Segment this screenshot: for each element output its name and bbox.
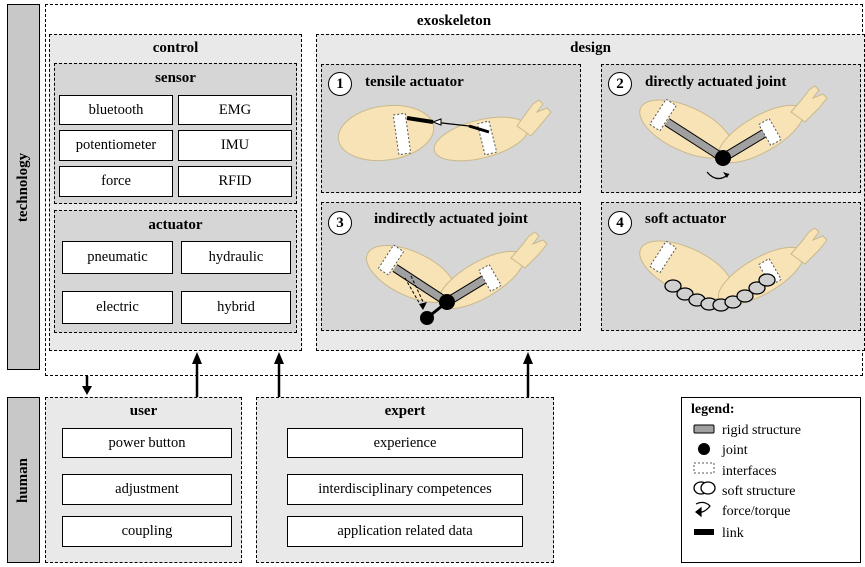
actuator-hybrid: hybrid xyxy=(181,291,291,324)
design-panel-3 xyxy=(321,202,581,331)
sensor-rfid: RFID xyxy=(178,166,292,197)
sensor-emg: EMG xyxy=(178,95,292,125)
panel-title-4: soft actuator xyxy=(645,211,727,227)
sensor-force: force xyxy=(59,166,173,197)
panel-number-2: 2 xyxy=(608,72,632,96)
legend-link: link xyxy=(722,526,744,541)
force-torque-icon xyxy=(695,501,711,518)
actuator-hydraulic: hydraulic xyxy=(181,241,291,274)
expert-application-related-data: application related data xyxy=(287,516,523,547)
design-panel-2 xyxy=(601,64,861,193)
indirectly-actuated-joint-illustration xyxy=(366,231,548,325)
panel-title-2: directly actuated joint xyxy=(645,74,787,90)
panel-title-3: indirectly actuated joint xyxy=(374,211,528,227)
user-coupling: coupling xyxy=(62,516,232,547)
soft-actuator-illustration xyxy=(639,227,828,312)
soft-structure-icon xyxy=(693,481,716,495)
joint-icon xyxy=(698,443,710,455)
sensor-title: sensor xyxy=(155,70,196,86)
panel-number-1: 1 xyxy=(328,72,352,96)
user-title: user xyxy=(129,403,158,419)
legend-title: legend: xyxy=(691,402,735,417)
expert-experience: experience xyxy=(287,428,523,458)
sensor-imu: IMU xyxy=(178,130,292,161)
tensile-actuator-illustration xyxy=(337,99,552,162)
directly-actuated-joint-illustration xyxy=(639,85,828,180)
legend-box: legend: rigid structure joint interfaces… xyxy=(681,397,861,563)
legend-joint: joint xyxy=(722,443,748,458)
expert-title: expert xyxy=(384,403,426,419)
exoskeleton-title: exoskeleton xyxy=(416,13,492,29)
panel-number-3: 3 xyxy=(328,211,352,235)
legend-rigid-structure: rigid structure xyxy=(722,423,801,438)
actuator-electric: electric xyxy=(62,291,173,324)
actuator-pneumatic: pneumatic xyxy=(62,241,173,274)
link-icon xyxy=(694,529,714,535)
sensor-potentiometer: potentiometer xyxy=(59,130,173,161)
user-adjustment: adjustment xyxy=(62,474,232,505)
rigid-structure-icon xyxy=(693,424,715,434)
legend-force-torque: force/torque xyxy=(722,504,791,519)
actuator-title: actuator xyxy=(148,217,203,233)
legend-icons xyxy=(693,424,716,535)
sensor-bluetooth: bluetooth xyxy=(59,95,173,125)
panel-title-1: tensile actuator xyxy=(365,74,464,90)
control-title: control xyxy=(152,40,199,56)
panel-number-4: 4 xyxy=(608,211,632,235)
interfaces-icon xyxy=(693,462,715,474)
legend-interfaces: interfaces xyxy=(722,464,777,479)
design-panel-4 xyxy=(601,202,861,331)
human-sidebar: human xyxy=(7,397,40,563)
technology-sidebar: technology xyxy=(7,4,40,370)
legend-soft-structure: soft structure xyxy=(722,484,796,499)
design-title: design xyxy=(570,40,611,56)
user-power-button: power button xyxy=(62,428,232,458)
expert-interdisciplinary-competences: interdisciplinary competences xyxy=(287,474,523,505)
